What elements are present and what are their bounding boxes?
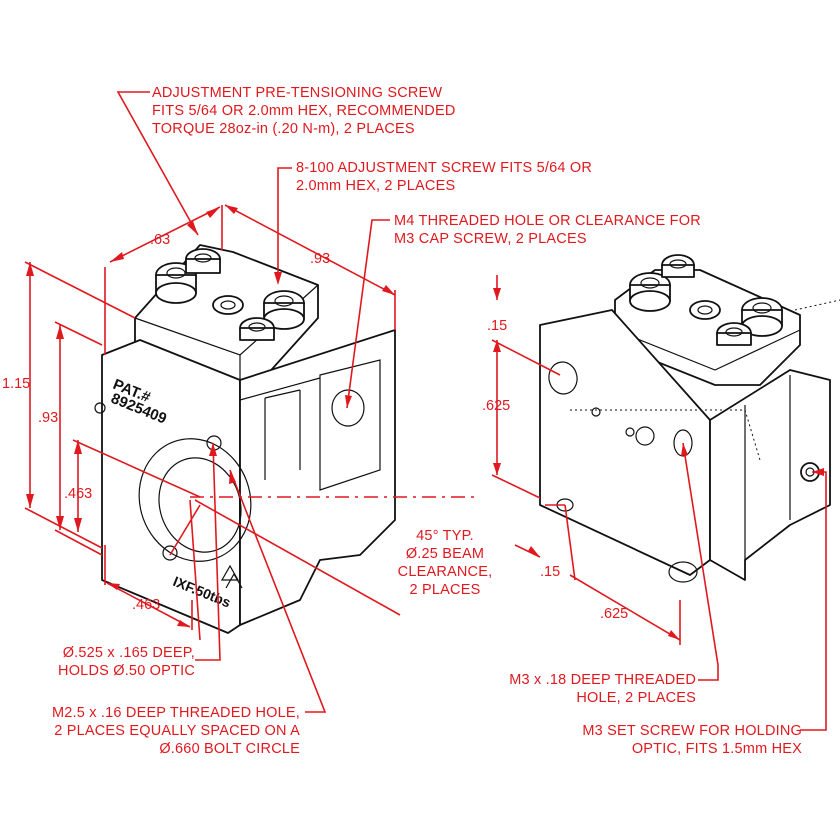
dim-015-b: .15 [540, 564, 560, 580]
dim-015-top: .15 [487, 318, 507, 334]
screw-icon [212, 295, 244, 315]
screw-icon [689, 300, 721, 320]
callout-line: HOLE, 2 PLACES [576, 690, 696, 706]
callout-line: M4 THREADED HOLE OR CLEARANCE FOR [394, 213, 701, 229]
dim-063: .63 [150, 232, 170, 248]
screw-icon [239, 317, 275, 341]
callout-line: Ø.660 BOLT CIRCLE [159, 741, 300, 757]
dim-093: .93 [38, 410, 58, 426]
callout-beam: 45° TYP. Ø.25 BEAM CLEARANCE, 2 PLACES [398, 528, 493, 598]
left-dimensions [24, 204, 480, 630]
screw-icon [716, 322, 752, 346]
callout-line: M3 CAP SCREW, 2 PLACES [394, 231, 587, 247]
dim-0463-h: .463 [132, 597, 160, 613]
callout-m3deep: M3 x .18 DEEP THREADED HOLE, 2 PLACES [509, 672, 696, 706]
screw-icon [263, 290, 305, 330]
screw-icon [661, 254, 695, 278]
callout-optic: Ø.525 x .165 DEEP, HOLDS Ø.50 OPTIC [58, 645, 195, 679]
right-mount [539, 254, 840, 583]
callout-pretension: ADJUSTMENT PRE-TENSIONING SCREW FITS 5/6… [152, 85, 456, 137]
screw-icon [629, 272, 671, 312]
callout-adjust: 8-100 ADJUSTMENT SCREW FITS 5/64 OR 2.0m… [296, 160, 592, 194]
callout-line: ADJUSTMENT PRE-TENSIONING SCREW [152, 85, 442, 101]
callout-line: OPTIC, FITS 1.5mm HEX [632, 741, 802, 757]
logo-icon [220, 564, 243, 589]
callout-line: HOLDS Ø.50 OPTIC [58, 663, 195, 679]
screw-icon [741, 297, 783, 337]
callout-line: M3 SET SCREW FOR HOLDING [582, 723, 802, 739]
callout-line: 2 PLACES [410, 582, 481, 598]
callout-line: Ø.525 x .165 DEEP, [63, 645, 195, 661]
dimension-values: .63 .93 1.15 .93 .463 .463 .15 .625 .15 … [2, 232, 628, 622]
dim-0463-v: .463 [64, 486, 92, 502]
callout-setscrew: M3 SET SCREW FOR HOLDING OPTIC, FITS 1.5… [582, 723, 802, 757]
callout-line: Ø.25 BEAM [406, 546, 484, 562]
callout-line: 8-100 ADJUSTMENT SCREW FITS 5/64 OR [296, 160, 592, 176]
left-body-side [239, 329, 396, 626]
right-body-side [709, 369, 831, 581]
callout-m4: M4 THREADED HOLE OR CLEARANCE FOR M3 CAP… [394, 213, 701, 247]
left-mount: PAT.# 8925409 IXF.50tbs [94, 244, 396, 634]
callout-line: M3 x .18 DEEP THREADED [509, 672, 696, 688]
dim-0625-v: .625 [482, 398, 510, 414]
dim-0625-h: .625 [600, 606, 628, 622]
callout-line: M2.5 x .16 DEEP THREADED HOLE, [52, 705, 300, 721]
callout-line: FITS 5/64 OR 2.0mm HEX, RECOMMENDED [152, 103, 456, 119]
callout-m25: M2.5 x .16 DEEP THREADED HOLE, 2 PLACES … [52, 705, 300, 757]
screw-icon [185, 248, 221, 274]
dim-115: 1.15 [2, 376, 30, 392]
callout-line: 45° TYP. [416, 528, 474, 544]
dim-093-top: .93 [310, 251, 330, 267]
leader-lines [116, 91, 827, 731]
callout-line: CLEARANCE, [398, 564, 493, 580]
callout-line: 2.0mm HEX, 2 PLACES [296, 178, 455, 194]
right-dimensions [491, 275, 681, 645]
callout-line: TORQUE 28oz-in (.20 N-m), 2 PLACES [152, 121, 415, 137]
callout-line: 2 PLACES EQUALLY SPACED ON A [54, 723, 300, 739]
